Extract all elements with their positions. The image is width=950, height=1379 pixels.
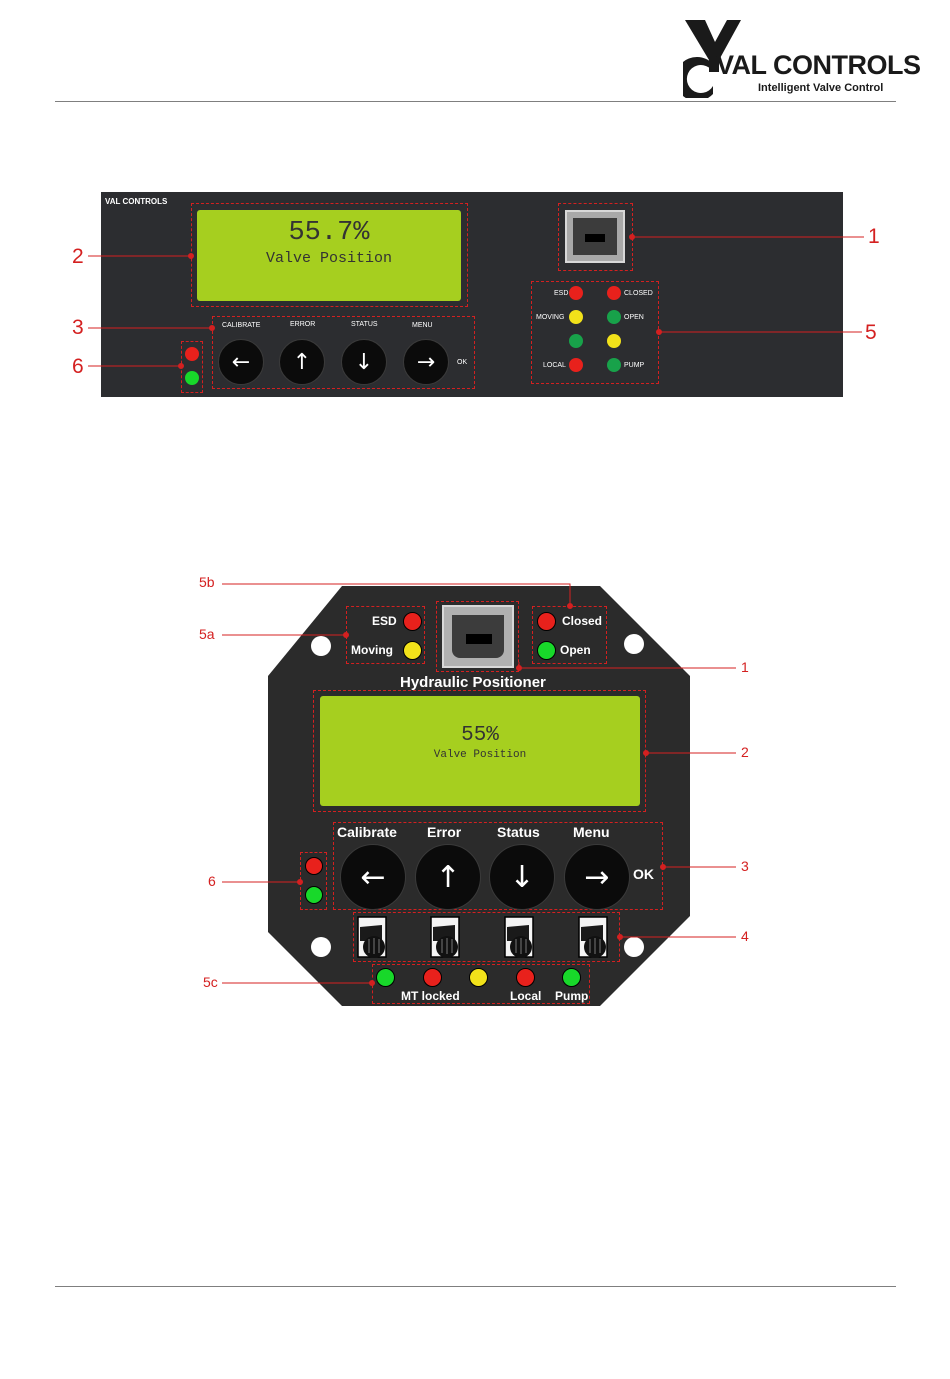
round-callout-6: 6 — [208, 873, 216, 889]
round-callout-5c: 5c — [203, 974, 218, 990]
round-callout-5a: 5a — [199, 626, 215, 642]
round-callout-2: 2 — [741, 744, 749, 760]
round-callout-4: 4 — [741, 928, 749, 944]
round-callout-5b: 5b — [199, 574, 215, 590]
round-callout-lines — [0, 560, 950, 1010]
footer-divider — [55, 1286, 896, 1287]
round-callout-3: 3 — [741, 858, 749, 874]
round-callout-1: 1 — [741, 659, 749, 675]
